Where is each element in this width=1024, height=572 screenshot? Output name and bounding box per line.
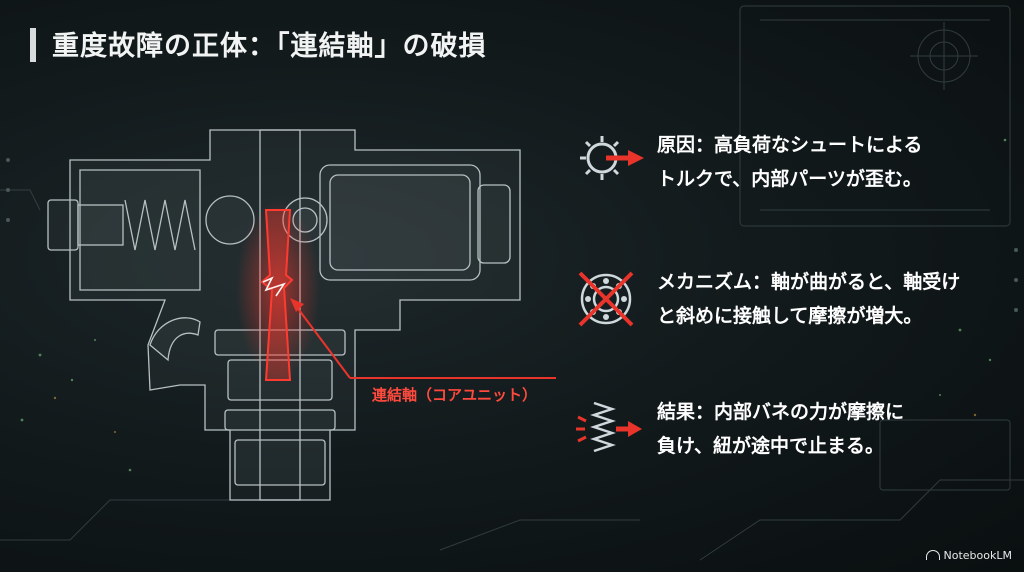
- title-accent-bar: [30, 28, 36, 62]
- callout-mechanism-text: メカニズム：軸が曲がると、軸受け と斜めに接触して摩擦が増大。: [657, 265, 997, 333]
- callout-cause: 原因：高負荷なシュートによる トルクで、内部パーツが歪む。: [572, 128, 992, 208]
- callout-result: 結果：内部バネの力が摩擦に 負け、紐が途中で止まる。: [572, 395, 992, 475]
- callout-result-line2: 負け、紐が途中で止まる。: [657, 435, 885, 457]
- callout-mechanism-line1: メカニズム：軸が曲がると、軸受け: [657, 271, 961, 293]
- callout-result-text: 結果：内部バネの力が摩擦に 負け、紐が途中で止まる。: [657, 395, 997, 463]
- gear-arrow-icon: [580, 136, 644, 180]
- callout-result-line1: 結果：内部バネの力が摩擦に: [657, 401, 905, 423]
- callout-cause-text: 原因：高負荷なシュートによる トルクで、内部パーツが歪む。: [657, 128, 997, 196]
- watermark-text: NotebookLM: [943, 549, 1012, 562]
- crossed-bearing-icon: [578, 271, 634, 327]
- notebooklm-watermark: NotebookLM: [925, 549, 1012, 562]
- notebooklm-logo-icon: [925, 550, 940, 560]
- page-title: 重度故障の正体：「連結軸」の破損: [52, 31, 487, 62]
- spring-arrow-icon: [576, 401, 642, 453]
- callout-mechanism: メカニズム：軸が曲がると、軸受け と斜めに接触して摩擦が増大。: [572, 265, 992, 345]
- callout-mechanism-line2: と斜めに接触して摩擦が増大。: [657, 305, 923, 327]
- callout-cause-line1: 原因：高負荷なシュートによる: [657, 134, 923, 156]
- callout-cause-line2: トルクで、内部パーツが歪む。: [657, 168, 922, 190]
- shaft-label: 連結軸（コアユニット）: [372, 386, 538, 404]
